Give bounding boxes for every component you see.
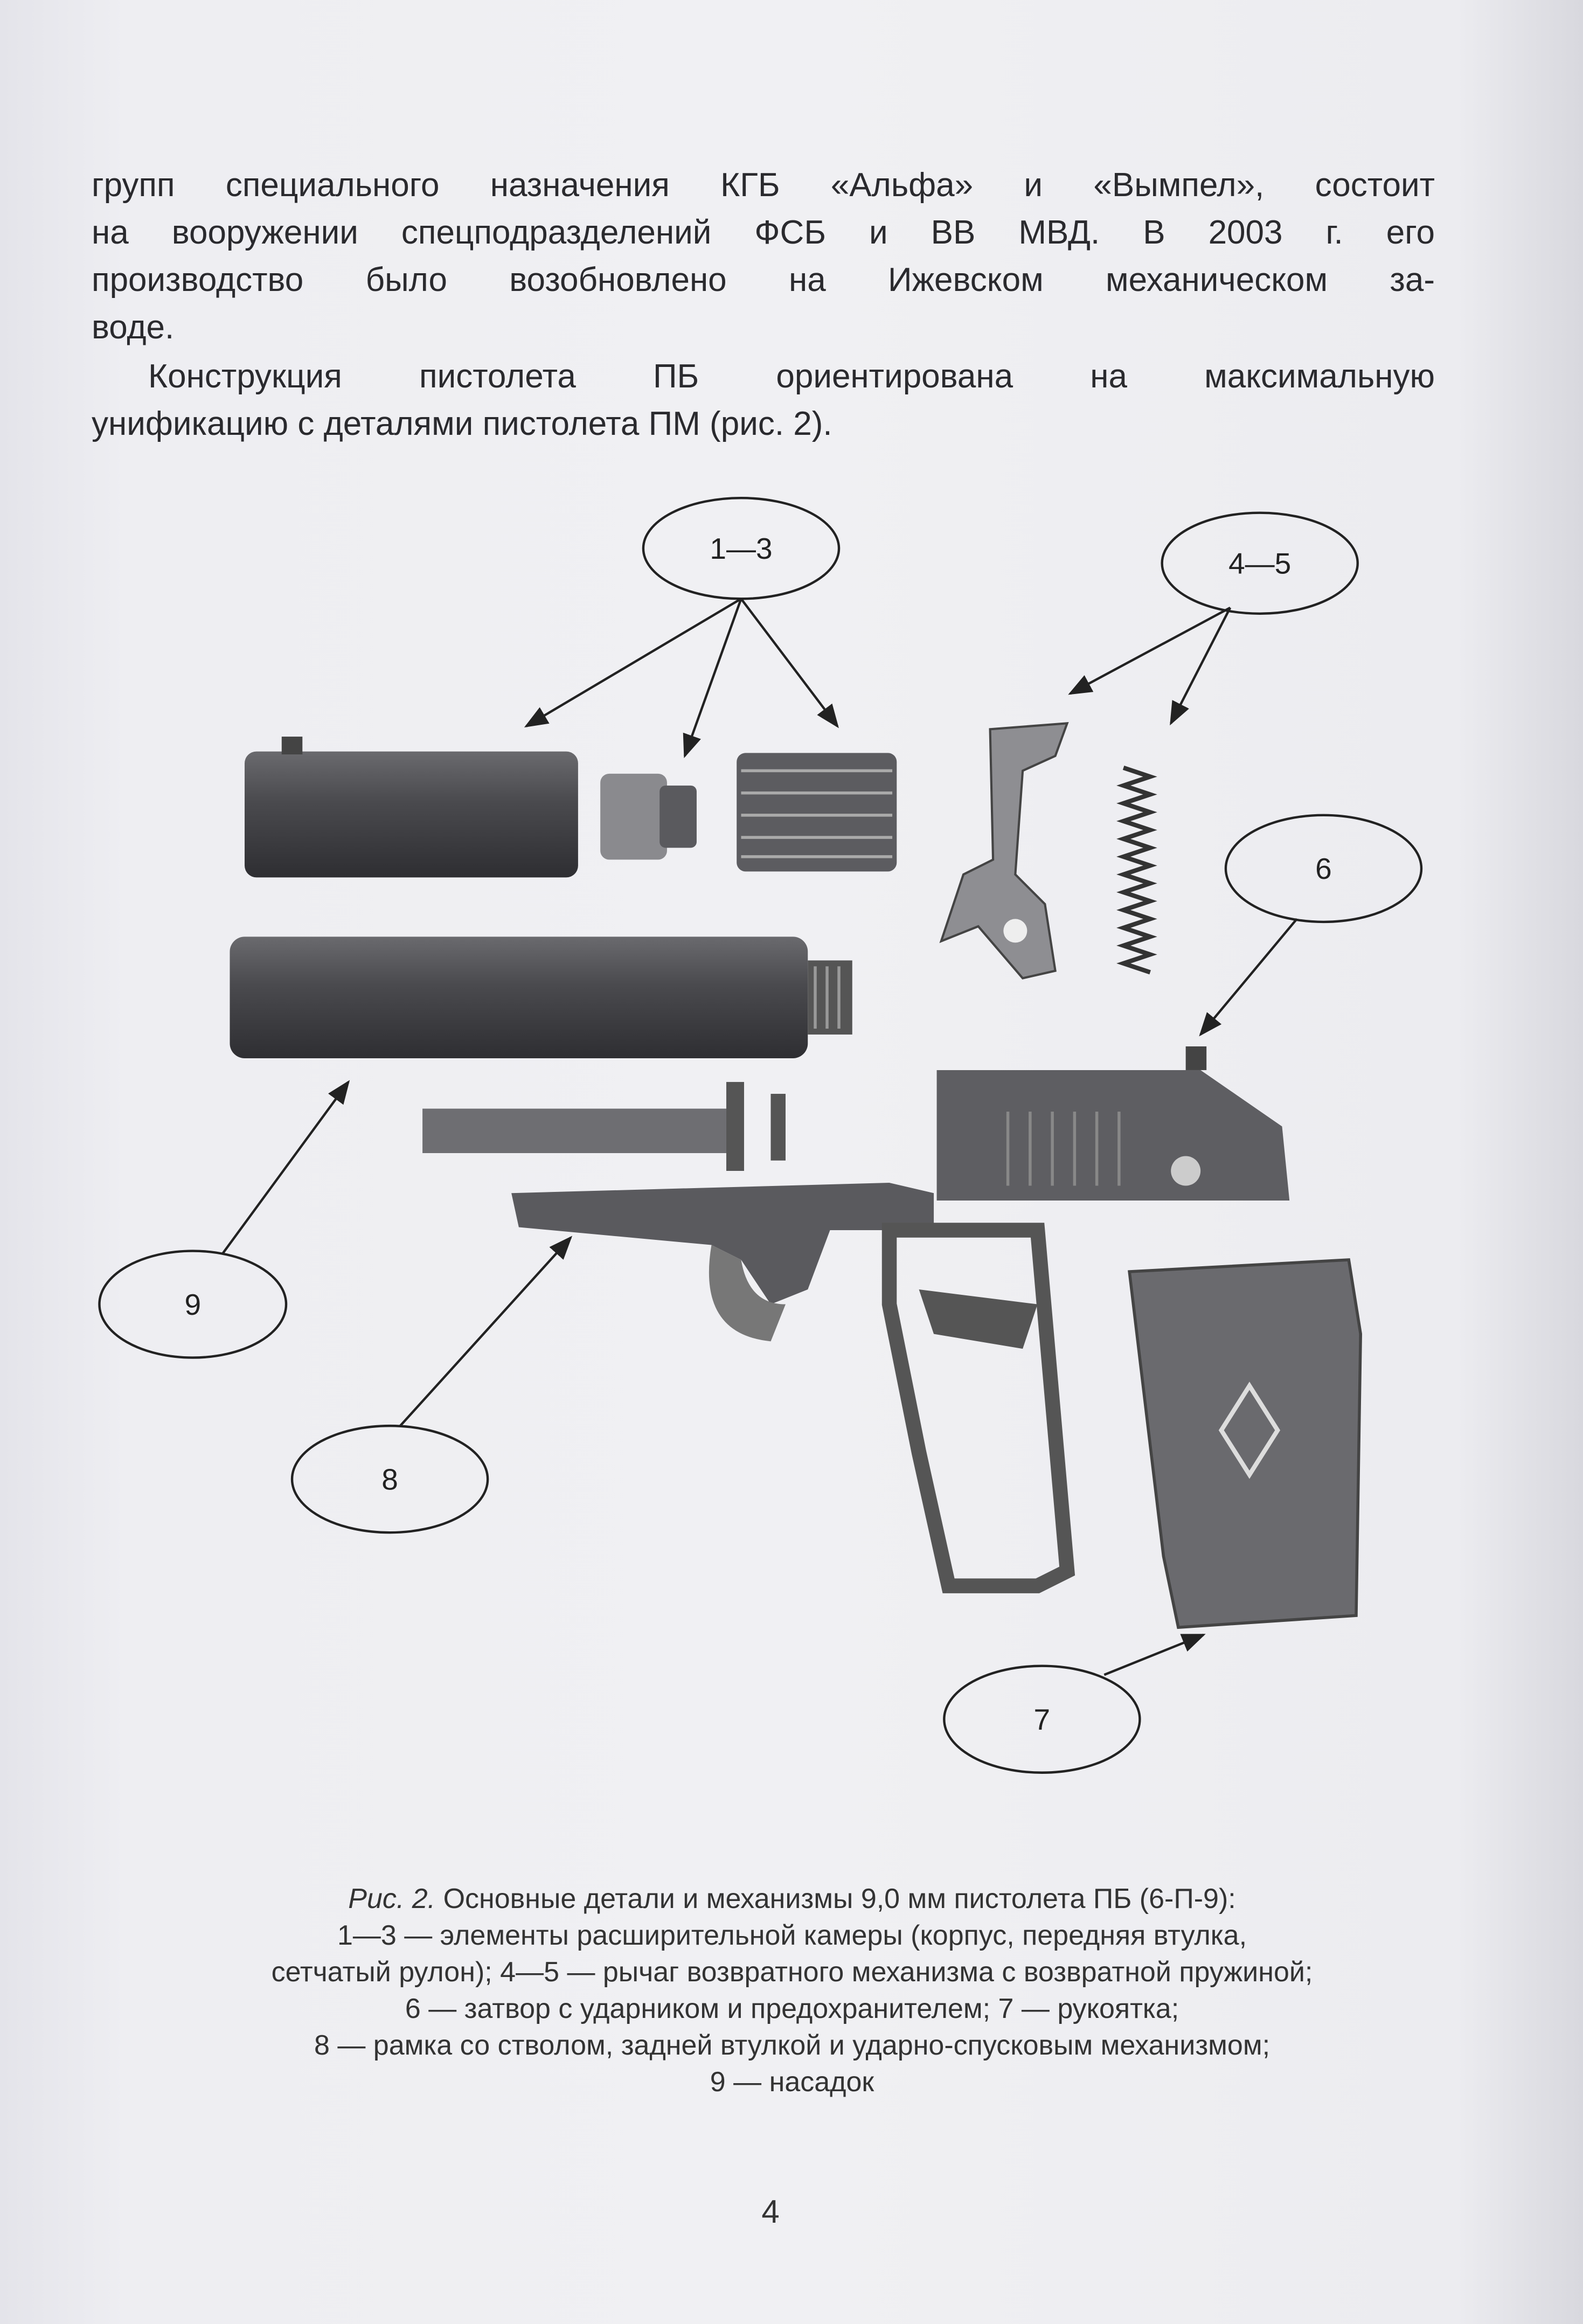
frame-with-barrel [422,1081,1075,1593]
text-line: воде. [92,309,175,346]
callout-label-4-5: 4—5 [1228,546,1291,580]
expansion-chamber-body [245,737,578,878]
mesh-roll [737,753,897,872]
text-line: на вооружении спецподразделений ФСБ и ВВ… [92,214,1435,251]
caption-title: Рис. 2. Основные детали и механизмы 9,0 … [135,1881,1449,1917]
callout-label-6: 6 [1315,852,1332,885]
caption-line: 6 — затвор с ударником и предохранителем… [405,1993,1179,2024]
text-line: Конструкция пистолета ПБ ориентирована н… [148,358,1435,395]
front-bushing [600,773,697,860]
caption-line: сетчатый рулон); 4—5 — рычаг возвратного… [271,1957,1313,1988]
text-line: производство было возобновлено на Ижевск… [92,261,1435,299]
callout-8 [290,1424,489,1534]
silencer-attachment [230,936,852,1058]
caption-line: 1—3 — элементы расширительной камеры (ко… [337,1920,1247,1951]
callout-arrows [221,598,1298,1676]
caption-line: 8 — рамка со стволом, задней втулкой и у… [314,2030,1270,2061]
callout-label-1-3: 1—3 [710,532,772,565]
figure-reference: Рис. 2. [348,1883,436,1914]
recoil-spring [1116,765,1157,975]
callout-9 [98,1250,288,1359]
figure-caption: Рис. 2. Основные детали и механизмы 9,0 … [135,1881,1449,2100]
caption-line: 9 — насадок [710,2066,874,2098]
callout-label-7: 7 [1034,1703,1051,1736]
text-line: унификацию с деталями пистолета ПМ (рис.… [92,405,832,442]
paragraph-2: Конструкция пистолета ПБ ориентирована н… [92,353,1435,448]
paragraph-1: групп специального назначения КГБ «Альфа… [92,162,1435,351]
text-line: групп специального назначения КГБ «Альфа… [92,167,1435,204]
caption-title-text: Основные детали и механизмы 9,0 мм писто… [435,1883,1236,1914]
grip-panel [1128,1258,1362,1629]
slide [936,1046,1290,1201]
recoil-lever [939,722,1069,980]
callout-label-8: 8 [381,1462,398,1496]
callout-7 [943,1664,1141,1774]
callout-4-5 [1161,511,1359,615]
callout-label-9: 9 [184,1288,201,1321]
callout-6 [1224,814,1423,924]
page-number: 4 [761,2194,780,2230]
